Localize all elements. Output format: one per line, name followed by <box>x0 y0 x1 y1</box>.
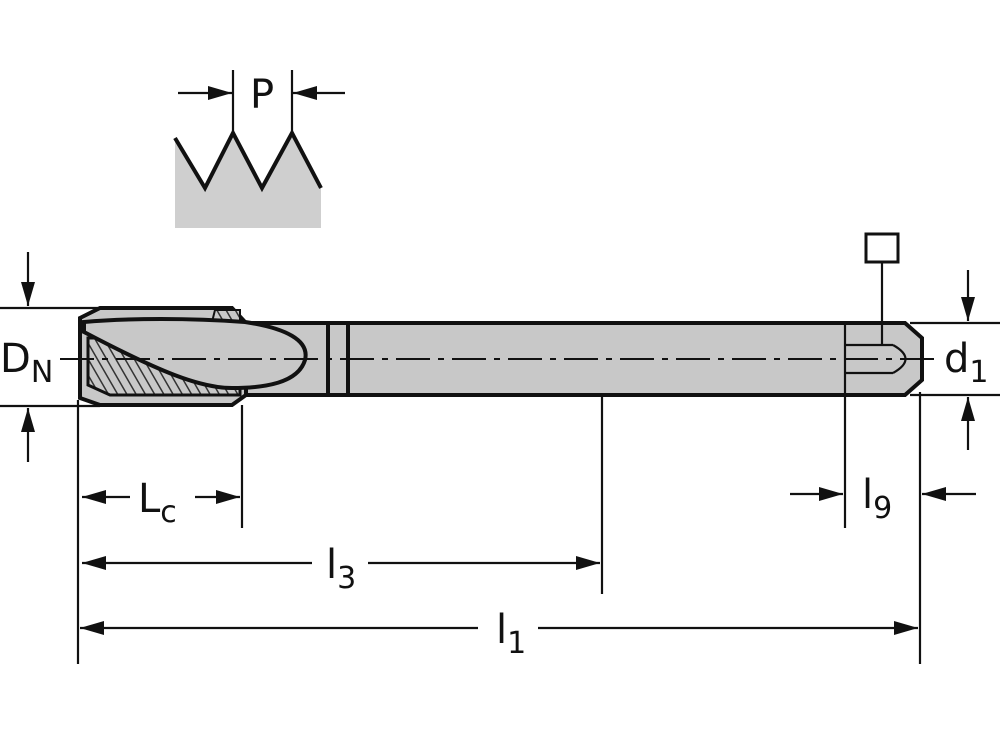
square-length-dimension: l9 <box>790 395 976 528</box>
pitch-label: P <box>250 72 274 118</box>
thread-length-dimension: l3 <box>82 397 604 596</box>
shank-diameter-dimension: d1 <box>910 270 1000 450</box>
lc-label: Lc <box>138 476 177 530</box>
thread-profile-body <box>175 133 321 228</box>
chamfer-length-dimension: Lc <box>82 405 244 530</box>
d1-label: d1 <box>944 336 988 390</box>
tap-tool <box>78 306 924 407</box>
total-length-dimension: l1 <box>76 392 922 664</box>
square-symbol <box>864 232 900 345</box>
l3-label: l3 <box>326 542 356 596</box>
thread-profile: P <box>173 70 345 228</box>
square-icon <box>864 232 900 264</box>
l9-label: l9 <box>862 472 892 526</box>
nominal-diameter-dimension: DN <box>0 252 100 462</box>
spiral-flute <box>82 317 308 391</box>
l1-label: l1 <box>496 607 526 661</box>
thread-profile-edge <box>173 128 323 193</box>
dn-label: DN <box>0 336 53 390</box>
square-drive-slot <box>845 343 893 375</box>
